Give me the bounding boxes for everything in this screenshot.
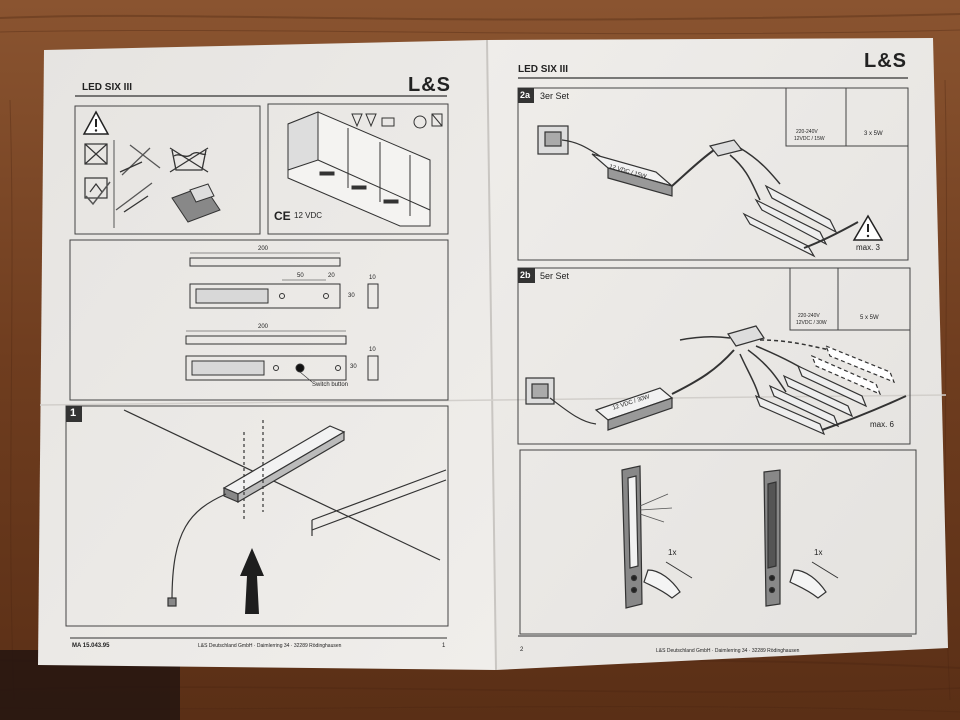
set-2a-spec-power: 12VDC / 15W: [794, 136, 825, 142]
wipe-cloth-icon: [171, 183, 221, 223]
checkmark-icon: [85, 181, 111, 206]
set-2a-panel: [517, 87, 909, 261]
dim-length-2: 200: [258, 324, 269, 330]
dimension-drawing-2: [185, 330, 379, 383]
set-2a-max-label: max. 3: [856, 243, 881, 252]
finger-icon-right: [789, 561, 839, 599]
dim-depth-b: 10: [369, 347, 376, 353]
center-fold: [486, 39, 497, 671]
touch-right-label: 1x: [814, 548, 823, 557]
left-footer-code: MA 15.043.95: [72, 643, 110, 649]
set-2b-badge: [518, 268, 535, 283]
no-wash-icon: [169, 147, 209, 173]
set-2a-spec-count: 3 x 5W: [864, 131, 883, 137]
set-2b-spec-count: 5 x 5W: [860, 315, 879, 321]
lamp-off-illustration: [763, 469, 781, 607]
warnings-panel: [74, 105, 261, 235]
set-2a-warning-icon: [852, 214, 884, 241]
step1-badge: [66, 406, 82, 422]
lamp-on-illustration: [621, 465, 673, 609]
set-2b-spec-voltage: 220-240V: [798, 313, 820, 319]
set-2b-title: 5er Set: [540, 271, 570, 281]
right-page: [487, 38, 948, 670]
no-cover-icon-2: [84, 177, 108, 199]
mounting-illustration: [123, 409, 447, 607]
right-brand-logo: L&S: [864, 50, 907, 72]
left-footer-address: L&S Deutschland GmbH · Daimlerring 34 · …: [198, 643, 342, 649]
dim-depth-a: 10: [369, 275, 376, 281]
dimensions-panel: [69, 239, 449, 401]
set-2a-spec-box: [785, 87, 909, 147]
set-2b-spec-box: [789, 267, 911, 331]
dim-height-b: 30: [350, 364, 357, 370]
dim-hole-a: 50: [297, 273, 304, 279]
touch-left-label: 1x: [668, 548, 677, 557]
touch-panel: [519, 449, 917, 635]
set-2a-title: 3er Set: [540, 91, 570, 101]
dim-height-a: 30: [348, 293, 355, 299]
left-page-title: LED SIX III: [82, 82, 133, 93]
set-2b-badge-label: 2b: [520, 270, 531, 280]
set-2b-panel: [517, 267, 911, 445]
cabinet-illustration: [287, 111, 431, 227]
right-page-number: 2: [520, 647, 524, 653]
ce-mark: CE: [274, 209, 291, 223]
step1-panel: [65, 405, 449, 627]
certification-marks: [351, 113, 443, 129]
set-2a-badge-label: 2a: [520, 90, 531, 100]
set-2b-spec-power: 12VDC / 30W: [796, 320, 827, 326]
dimension-drawing-1: [189, 252, 379, 309]
dim-length-1: 200: [258, 246, 269, 252]
ce-voltage-label: 12 VDC: [294, 211, 323, 220]
set-2a-illustration: [537, 125, 859, 258]
left-page-number: 1: [442, 643, 446, 649]
no-cover-icon: [84, 143, 108, 165]
horizontal-fold: [39, 394, 947, 406]
svg-text:CE: CE: [274, 209, 291, 223]
right-page-title: LED SIX III: [518, 64, 569, 75]
set-2a-spec-voltage: 220-240V: [796, 129, 818, 135]
warning-triangle-icon: [82, 110, 110, 135]
step1-badge-label: 1: [70, 407, 77, 419]
right-footer-address: L&S Deutschland GmbH · Daimlerring 34 · …: [656, 648, 800, 654]
switch-button-label: Switch button: [312, 382, 349, 388]
dim-hole-b: 20: [328, 273, 335, 279]
set-2b-illustration: [525, 325, 907, 436]
left-brand-logo: L&S: [408, 74, 451, 96]
set-2a-badge: [518, 88, 534, 103]
set-2b-max-label: max. 6: [870, 420, 895, 429]
finger-icon-left: [643, 561, 693, 599]
cross-out-lamp-icon: [115, 144, 161, 213]
up-arrow-icon: [240, 548, 264, 614]
product-panel: [267, 103, 449, 235]
